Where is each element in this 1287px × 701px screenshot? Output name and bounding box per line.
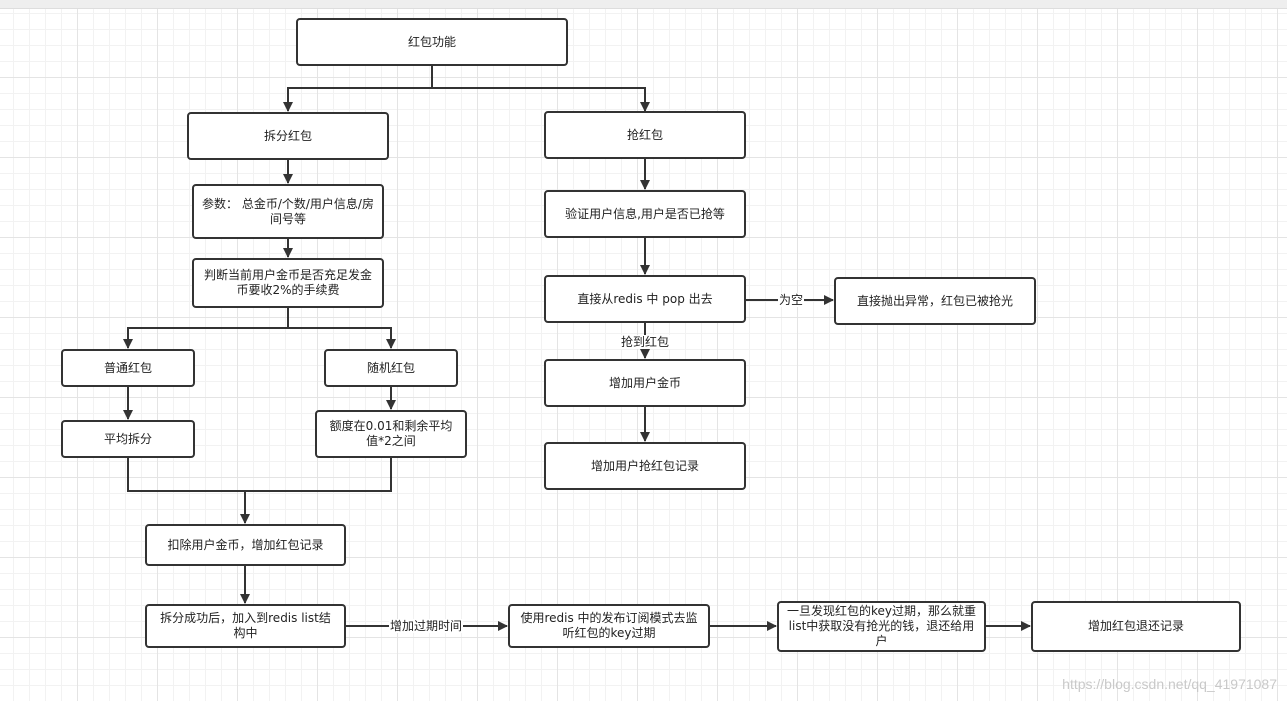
- node-pubsub-expire[interactable]: 使用redis 中的发布订阅模式去监听红包的key过期: [508, 604, 710, 648]
- edge-label-got-red-packet: 抢到红包: [620, 335, 671, 349]
- edge-even-merge: [127, 458, 392, 492]
- edge-root-grab: [432, 87, 650, 112]
- node-grab-red-packet[interactable]: 抢红包: [544, 111, 746, 159]
- node-refund-record[interactable]: 增加红包退还记录: [1031, 601, 1241, 652]
- node-even-split[interactable]: 平均拆分: [61, 420, 195, 458]
- node-split-red-packet[interactable]: 拆分红包: [187, 112, 389, 160]
- node-verify-user[interactable]: 验证用户信息,用户是否已抢等: [544, 190, 746, 238]
- edge-root-split: [283, 66, 433, 112]
- node-random-range[interactable]: 额度在0.01和剩余平均值*2之间: [315, 410, 467, 458]
- edge-label-add-expire: 增加过期时间: [389, 619, 464, 633]
- node-refund-logic[interactable]: 一旦发现红包的key过期，那么就重list中获取没有抢光的钱，退还给用户: [777, 601, 986, 652]
- node-random-red-packet[interactable]: 随机红包: [324, 349, 458, 387]
- top-toolbar-strip: [0, 0, 1287, 9]
- watermark: https://blog.csdn.net/qq_41971087: [1062, 676, 1277, 692]
- node-push-redis-list[interactable]: 拆分成功后，加入到redis list结构中: [145, 604, 346, 648]
- node-check-balance[interactable]: 判断当前用户金币是否充足发金币要收2%的手续费: [192, 258, 384, 308]
- edge-check-normal: [123, 308, 289, 349]
- node-add-user-coins[interactable]: 增加用户金币: [544, 359, 746, 407]
- node-grab-record[interactable]: 增加用户抢红包记录: [544, 442, 746, 490]
- node-redis-pop[interactable]: 直接从redis 中 pop 出去: [544, 275, 746, 323]
- node-deduct-coins[interactable]: 扣除用户金币，增加红包记录: [145, 524, 346, 566]
- node-parameters[interactable]: 参数： 总金币/个数/用户信息/房间号等: [192, 184, 384, 239]
- node-red-packet-feature[interactable]: 红包功能: [296, 18, 568, 66]
- node-normal-red-packet[interactable]: 普通红包: [61, 349, 195, 387]
- node-throw-exception[interactable]: 直接抛出异常，红包已被抢光: [834, 277, 1036, 325]
- edge-label-empty: 为空: [778, 293, 805, 307]
- edge-check-random: [288, 327, 396, 349]
